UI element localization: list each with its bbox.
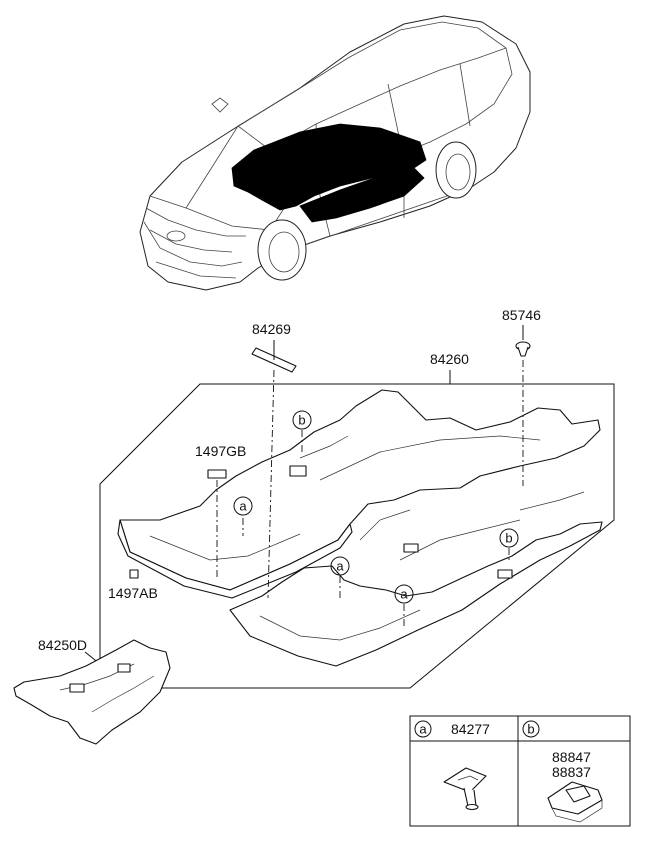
label-1497AB: 1497AB [108, 585, 158, 601]
legend-key-a-label: a [419, 722, 427, 737]
part-84250D-pad [13, 639, 171, 745]
part-85746-clip [515, 325, 531, 357]
label-84250D: 84250D [38, 637, 87, 653]
legend-key-b: b [522, 720, 540, 738]
part-84269-strip [251, 340, 297, 373]
callout-a-1-label: a [239, 499, 247, 514]
callout-a-2: a [330, 556, 350, 576]
callout-a-3-label: a [400, 587, 408, 602]
floor-carpet-84260 [117, 389, 603, 667]
label-84269: 84269 [252, 321, 291, 337]
label-84260: 84260 [430, 351, 469, 367]
legend-table: a 84277 b 88847 88837 [409, 715, 631, 827]
callout-b-2-label: b [505, 531, 512, 546]
legend-part-88837: 88837 [552, 764, 591, 780]
callout-b-2: b [499, 528, 519, 548]
part-1497GB-pad [207, 469, 227, 479]
legend-part-88847: 88847 [552, 749, 591, 765]
callout-b-1: b [292, 410, 312, 430]
callout-a-1: a [233, 496, 253, 516]
part-1497AB-pad [129, 569, 139, 579]
legend-key-b-label: b [527, 722, 534, 737]
callout-b-1-label: b [298, 413, 305, 428]
callout-a-3: a [394, 584, 414, 604]
clip-84277-drawing [443, 767, 487, 811]
callout-a-2-label: a [336, 559, 344, 574]
legend-key-a: a [414, 720, 432, 738]
legend-part-84277: 84277 [451, 721, 490, 737]
clip-88847-drawing [547, 781, 603, 823]
assembly-boundary [99, 383, 615, 689]
label-85746: 85746 [502, 307, 541, 323]
car-illustration [139, 15, 531, 291]
label-1497GB: 1497GB [195, 443, 246, 459]
